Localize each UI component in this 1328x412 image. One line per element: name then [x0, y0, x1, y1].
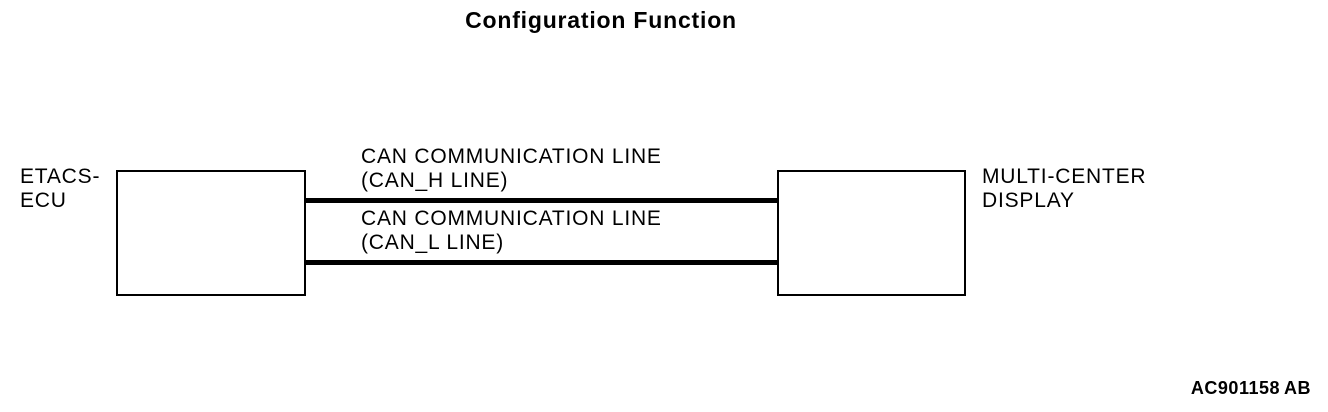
can-l-line-label-line1: CAN COMMUNICATION LINE	[361, 207, 662, 230]
can-l-line-label: CAN COMMUNICATION LINE (CAN_L LINE)	[361, 207, 662, 255]
diagram-title: Configuration Function	[465, 7, 737, 33]
multi-center-display-label-line1: MULTI-CENTER	[982, 165, 1147, 188]
etacs-ecu-label-line2: ECU	[20, 189, 67, 212]
can-h-line	[306, 198, 778, 203]
can-l-line	[306, 260, 778, 265]
multi-center-display-label-line2: DISPLAY	[982, 189, 1075, 212]
drawing-code-suffix: AB	[1284, 378, 1311, 398]
etacs-ecu-label: ETACS- ECU	[20, 165, 100, 213]
multi-center-display-label: MULTI-CENTER DISPLAY	[982, 165, 1146, 213]
multi-center-display-box	[777, 170, 966, 296]
can-h-line-label-line2: (CAN_H LINE)	[361, 169, 509, 192]
etacs-ecu-label-line1: ETACS-	[20, 165, 101, 188]
can-h-line-label: CAN COMMUNICATION LINE (CAN_H LINE)	[361, 145, 662, 193]
can-h-line-label-line1: CAN COMMUNICATION LINE	[361, 145, 662, 168]
drawing-code-base: AC901158	[1190, 378, 1280, 398]
can-l-line-label-line2: (CAN_L LINE)	[361, 231, 505, 254]
etacs-ecu-box	[116, 170, 306, 296]
